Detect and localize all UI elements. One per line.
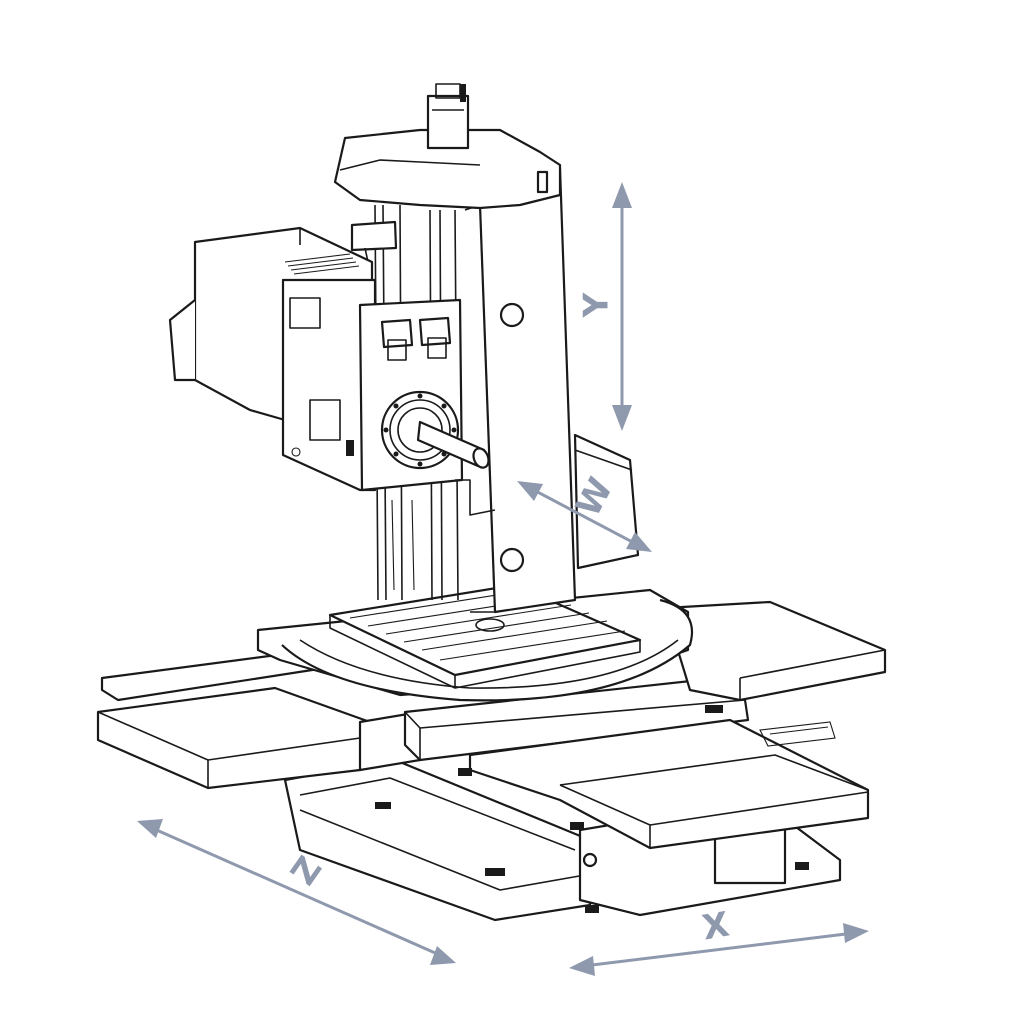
- axis-y-label: Y: [577, 292, 617, 318]
- column: [333, 83, 640, 614]
- axis-z-arrowhead-back: [137, 819, 163, 838]
- axis-w-arrowhead-back: [517, 481, 543, 501]
- axis-w-arrowhead-front: [626, 532, 652, 552]
- axis-x-arrowhead-right: [843, 923, 869, 943]
- vent-slits: [284, 253, 360, 275]
- axis-z-line: [151, 826, 443, 958]
- headstock: [168, 226, 496, 516]
- axis-x-label: X: [699, 905, 732, 949]
- rotary-table: [256, 583, 694, 702]
- axis-y-arrowhead-down: [612, 405, 632, 431]
- flange-bolts: [383, 393, 457, 467]
- axis-y-arrowhead-up: [612, 182, 632, 208]
- axis-x: X: [569, 905, 869, 976]
- axis-w-line: [529, 486, 639, 547]
- axis-y: Y: [577, 182, 632, 431]
- axis-z-arrowhead-front: [430, 946, 456, 965]
- axis-x-line: [583, 931, 855, 968]
- way-covers: [96, 600, 887, 850]
- axis-x-arrowhead-left: [569, 956, 595, 976]
